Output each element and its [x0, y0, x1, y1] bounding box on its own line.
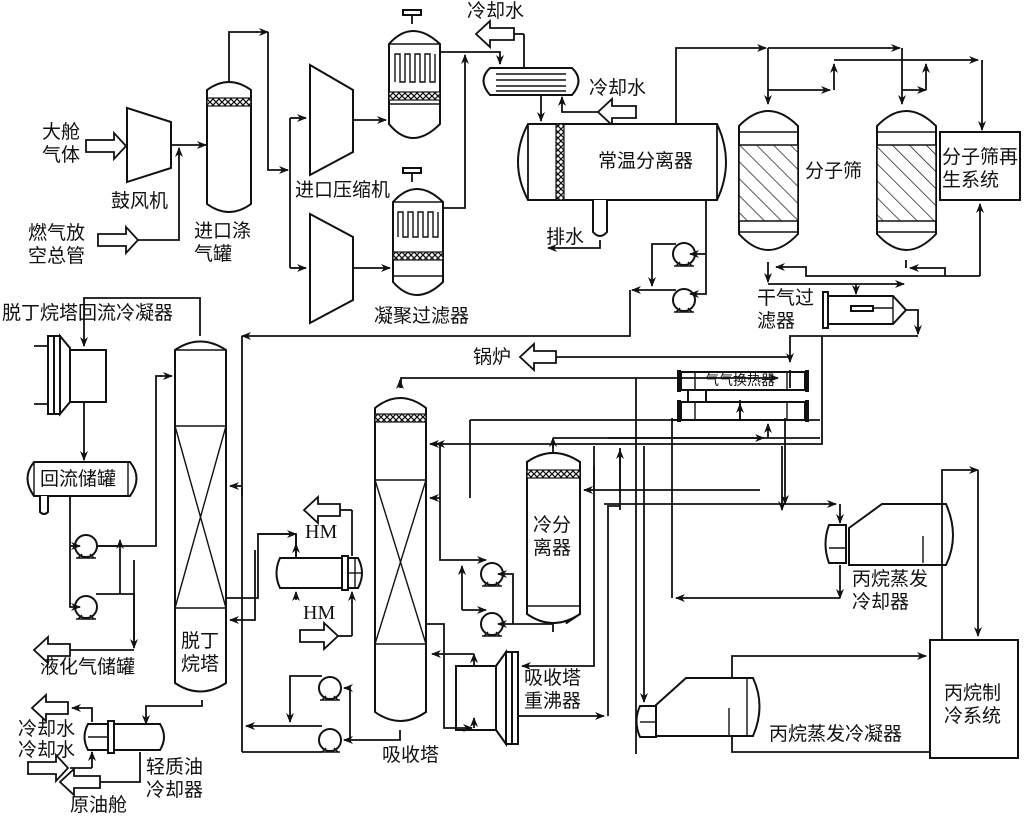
label-cargo-tank-gas: 大舱 气体 — [42, 121, 81, 166]
label-lpg-tank: 液化气储罐 — [40, 656, 136, 678]
hm-outlet-arrow — [302, 494, 341, 526]
cooling-water-out-top-arrow — [474, 18, 515, 50]
label-propane-evap-chiller: 丙烷蒸发 冷却器 — [852, 568, 929, 613]
top-water-cooler-icon — [482, 67, 580, 96]
label-boiler: 锅炉 — [473, 346, 512, 368]
propane-evap-condenser-icon — [635, 677, 761, 738]
debutanizer-column-icon — [174, 340, 227, 693]
label-fuel-vent-header: 燃气放 空总管 — [28, 222, 86, 267]
blower-icon — [126, 106, 172, 184]
label-crude-tank: 原油舱 — [70, 794, 128, 816]
coalescing-filter-1-icon — [388, 9, 441, 139]
label-dry-gas-filter: 干气过 滤器 — [757, 287, 815, 332]
label-reflux-drum: 回流储罐 — [40, 468, 117, 490]
coalescing-filter-2-icon — [392, 167, 444, 296]
label-light-oil-cooler: 轻质油 冷却器 — [146, 756, 204, 801]
label-molecular-sieve: 分子筛 — [805, 160, 863, 182]
label-cooling-water-in-top: 冷却水 — [589, 77, 647, 99]
cargo-gas-inlet-arrow — [85, 130, 128, 162]
cooling-water-out-bottom-arrow — [30, 692, 69, 724]
label-debutanizer-reflux-condenser: 脱丁烷塔回流冷凝器 — [2, 302, 174, 324]
label-cold-separator: 冷分 离器 — [533, 514, 572, 559]
molecular-sieve-1-icon — [738, 110, 799, 251]
cooling-water-in-bottom-arrow — [27, 752, 70, 784]
label-drain: 排水 — [546, 226, 585, 248]
fuel-vent-inlet-arrow — [97, 224, 140, 256]
lpg-outlet-arrow — [32, 634, 71, 666]
propane-evap-chiller-icon — [824, 503, 954, 566]
dry-gas-filter-icon — [822, 291, 908, 329]
label-debutanizer: 脱丁 烷塔 — [181, 630, 220, 675]
label-cooling-water-in-bottom: 冷却水 — [18, 739, 76, 761]
ambient-sep-pump-2-icon — [672, 288, 696, 313]
absorber-column-icon — [374, 397, 427, 722]
molecular-sieve-2-icon — [876, 110, 937, 251]
absorber-pump-2-icon — [318, 728, 342, 753]
label-absorber: 吸收塔 — [382, 744, 440, 766]
inlet-scrubber-icon — [206, 81, 252, 213]
debutanizer-reflux-condenser-icon — [34, 333, 107, 417]
sieve-regen-system-box — [939, 131, 1021, 201]
label-hm-out: HM — [305, 521, 338, 543]
label-cooling-water-out-bottom: 冷却水 — [18, 718, 76, 740]
absorber-reboiler-icon — [455, 648, 519, 748]
label-absorber-reboiler: 吸收塔 重沸器 — [524, 667, 582, 712]
cold-separator-icon — [525, 452, 582, 624]
label-hm-in: HM — [303, 602, 336, 624]
crude-tank-outlet-arrow — [58, 766, 101, 798]
inlet-compressor-1-icon — [309, 63, 354, 177]
ambient-separator-icon — [517, 123, 727, 237]
light-oil-cooler-icon — [83, 720, 165, 754]
label-blower: 鼓风机 — [111, 190, 169, 212]
label-coalescing-filter: 凝聚过滤器 — [374, 305, 470, 327]
propane-refrig-system-box — [929, 639, 1019, 759]
label-propane-refrig-system: 丙烷制 冷系统 — [944, 682, 1002, 727]
inlet-compressor-2-icon — [309, 212, 354, 325]
hm-heater-icon — [275, 555, 363, 591]
label-propane-evap-condenser: 丙烷蒸发冷凝器 — [769, 723, 903, 745]
label-ambient-separator: 常温分离器 — [598, 150, 694, 172]
absorber-pump-1-icon — [318, 676, 342, 701]
label-inlet-scrubber: 进口涤 气罐 — [194, 220, 252, 265]
label-inlet-compressor: 进口压缩机 — [295, 179, 391, 201]
cooling-water-in-top-arrow — [596, 96, 637, 128]
cold-sep-pump-1-icon — [480, 562, 504, 587]
label-sieve-regen-system: 分子筛再 生系统 — [942, 146, 1019, 191]
label-cooling-water-out-top: 冷却水 — [467, 0, 525, 22]
boiler-outlet-arrow — [518, 341, 557, 373]
reflux-drum-icon — [26, 461, 138, 515]
hm-inlet-arrow — [299, 620, 340, 652]
label-gas-gas-exchanger: 气气换热器 — [705, 373, 775, 389]
